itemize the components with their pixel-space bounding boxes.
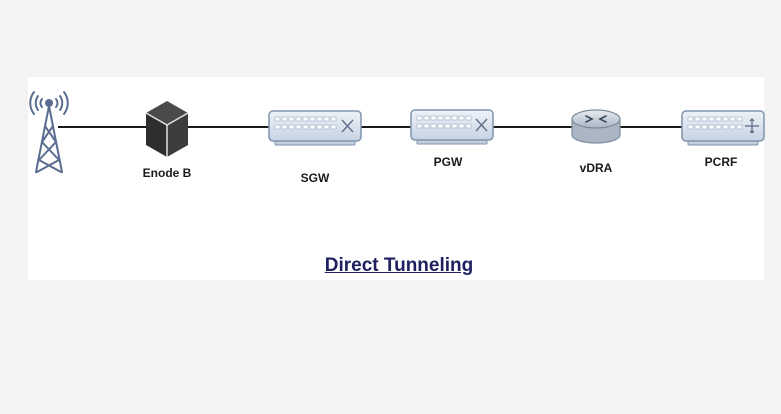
- node-label-pgw: PGW: [433, 155, 463, 169]
- cube-icon: [145, 101, 189, 157]
- router-icon: [571, 109, 621, 144]
- node-label-pcrf: PCRF: [704, 155, 738, 169]
- node-label-vdra: vDRA: [579, 161, 613, 175]
- diagram-caption: Direct Tunneling: [324, 255, 474, 276]
- node-label-enodeb: Enode B: [142, 166, 192, 180]
- cell-tower-icon: [29, 91, 69, 173]
- network-switch-icon: [681, 110, 765, 146]
- node-label-sgw: SGW: [300, 171, 330, 185]
- network-switch-icon: [410, 109, 494, 145]
- network-switch-icon: [268, 110, 362, 146]
